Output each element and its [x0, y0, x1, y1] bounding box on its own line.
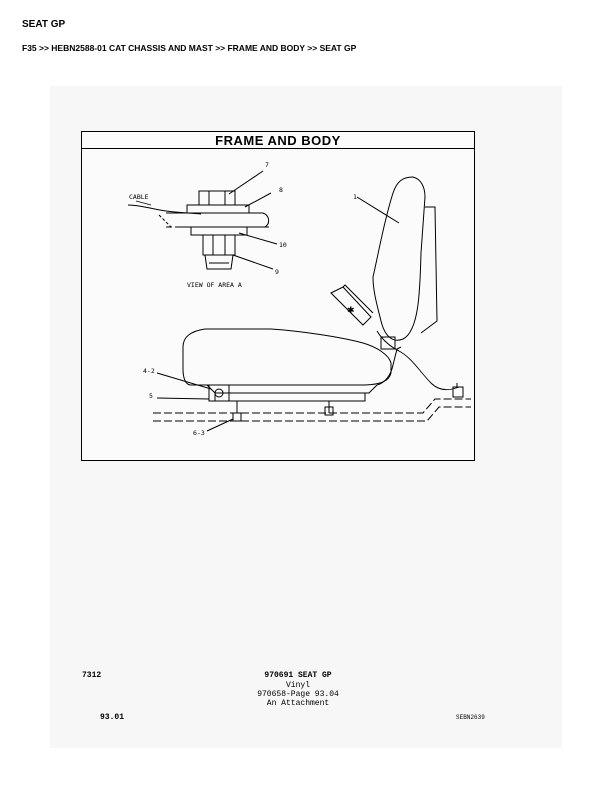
detail-view-area-a [127, 170, 278, 270]
parts-diagram: FRAME AND BODY [81, 131, 475, 461]
breadcrumb[interactable]: F35 >> HEBN2588-01 CAT CHASSIS AND MAST … [22, 43, 357, 53]
page-title: SEAT GP [22, 19, 66, 30]
footer-section: 93.01 [100, 713, 125, 722]
diagram-header: FRAME AND BODY [82, 132, 474, 149]
footer-attachment: An Attachment [266, 699, 330, 708]
footer-part-title: 970691 SEAT GP [264, 671, 332, 680]
label-8: 8 [279, 186, 283, 194]
seat-illustration: ✱ CABLE 7 8 10 9 VIEW OF AREA A 1 [127, 161, 471, 437]
label-4-2: 4-2 [143, 367, 155, 375]
footer-doc-number: SEBN2639 [456, 714, 485, 721]
label-6-3: 6-3 [193, 429, 205, 437]
label-7: 7 [265, 161, 269, 169]
label-9: 9 [275, 268, 279, 276]
seat-side-view: ✱ [153, 176, 471, 432]
svg-text:✱: ✱ [347, 306, 355, 316]
view-caption: VIEW OF AREA A [187, 281, 242, 289]
label-10: 10 [279, 241, 287, 249]
footer-material: Vinyl [285, 681, 310, 690]
footer-code: 7312 [82, 671, 102, 680]
label-cable: CABLE [129, 193, 149, 201]
label-5: 5 [149, 392, 153, 400]
footer-page-ref: 970658-Page 93.04 [257, 690, 339, 699]
label-1: 1 [353, 193, 357, 201]
